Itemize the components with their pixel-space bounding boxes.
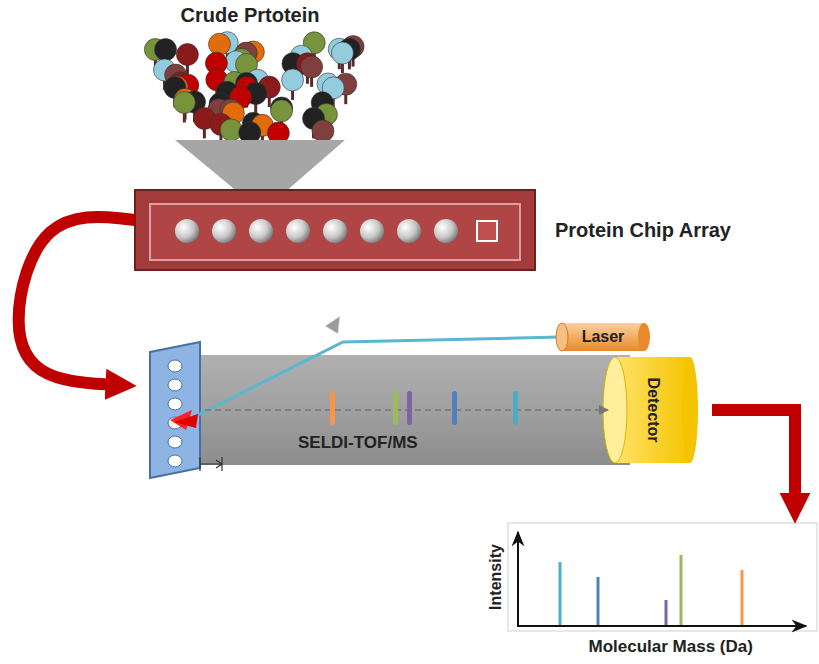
chip-array-inner: [150, 204, 520, 260]
detector-back: [682, 357, 698, 463]
title-label: Crude Prtotein: [181, 4, 320, 27]
spectrum-peaks: [560, 555, 742, 625]
chip-array-box: Protein Chip Array: [135, 190, 535, 270]
laser-beam: [188, 337, 560, 420]
node-label: Detector: [644, 378, 662, 443]
plate-holes: [168, 360, 182, 467]
spectrum-frame: [508, 523, 817, 631]
chip-square: [477, 221, 497, 241]
laser-end: [556, 323, 568, 351]
ion-path: [205, 409, 608, 411]
chip-array: [135, 190, 535, 270]
laser-back: [638, 323, 650, 351]
flight-tube: SELDI-TOF/MS Detector: [160, 355, 690, 465]
x-axis: [517, 625, 806, 627]
laser-box: Laser: [562, 323, 644, 351]
node-label: SELDI-TOF/MS: [298, 433, 418, 453]
laser-body: [562, 323, 644, 351]
flow-arrow: [19, 217, 135, 385]
node-label: Molecular Mass (Da): [589, 637, 753, 657]
chip-spots: [175, 219, 458, 243]
node-label: Intensity: [487, 544, 505, 610]
ion-packets: [330, 391, 518, 425]
flow-arrow: [712, 410, 795, 505]
sample-plate: [150, 342, 200, 478]
spectrum-box: IntensityMolecular Mass (Da): [508, 523, 817, 631]
extraction-gap: [200, 457, 222, 471]
y-axis: [517, 532, 519, 626]
detector-box: Detector: [615, 357, 690, 463]
flight-tube: [160, 355, 630, 465]
desorption-flash: [174, 414, 198, 428]
protein-pile: [144, 32, 364, 153]
node-label: Laser: [582, 328, 625, 346]
node-label: Protein Chip Array: [555, 219, 731, 242]
mirror: [325, 316, 340, 334]
